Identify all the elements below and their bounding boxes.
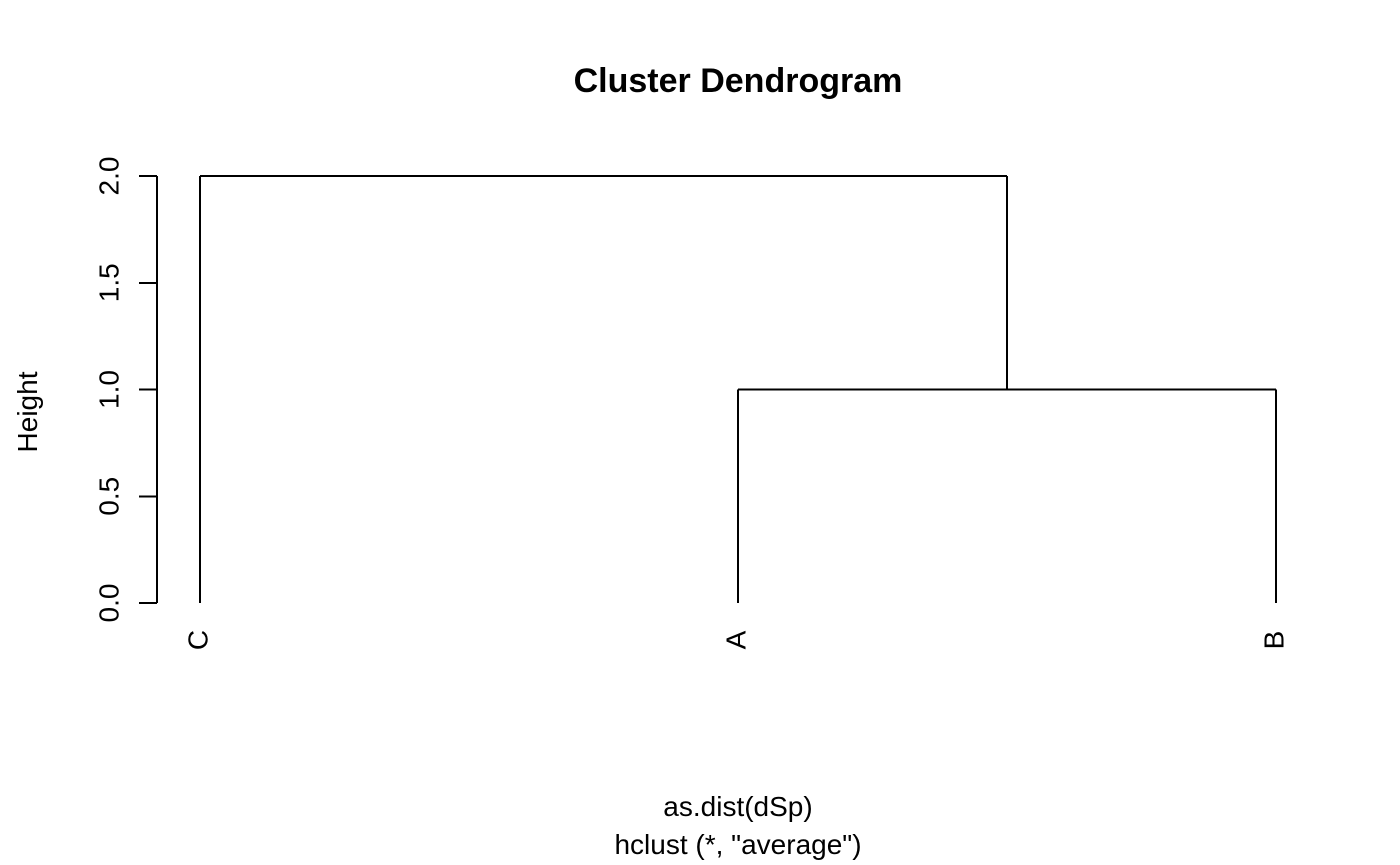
y-tick-label: 1.0 <box>93 370 124 409</box>
y-tick-label: 1.5 <box>93 263 124 302</box>
x-axis-label: as.dist(dSp) <box>663 791 812 822</box>
leaf-label: B <box>1258 631 1289 650</box>
chart-title: Cluster Dendrogram <box>574 62 903 100</box>
dendrogram-links <box>199 175 1277 603</box>
y-tick-label: 2.0 <box>93 157 124 196</box>
chart-subtitle: hclust (*, "average") <box>614 829 861 860</box>
y-axis: 0.0 0.5 1.0 1.5 2.0 <box>93 157 158 623</box>
y-tick-label: 0.0 <box>93 584 124 623</box>
leaf-label: A <box>720 630 751 649</box>
y-axis-label: Height <box>12 371 43 452</box>
leaf-label: C <box>182 630 213 650</box>
y-tick-label: 0.5 <box>93 477 124 516</box>
